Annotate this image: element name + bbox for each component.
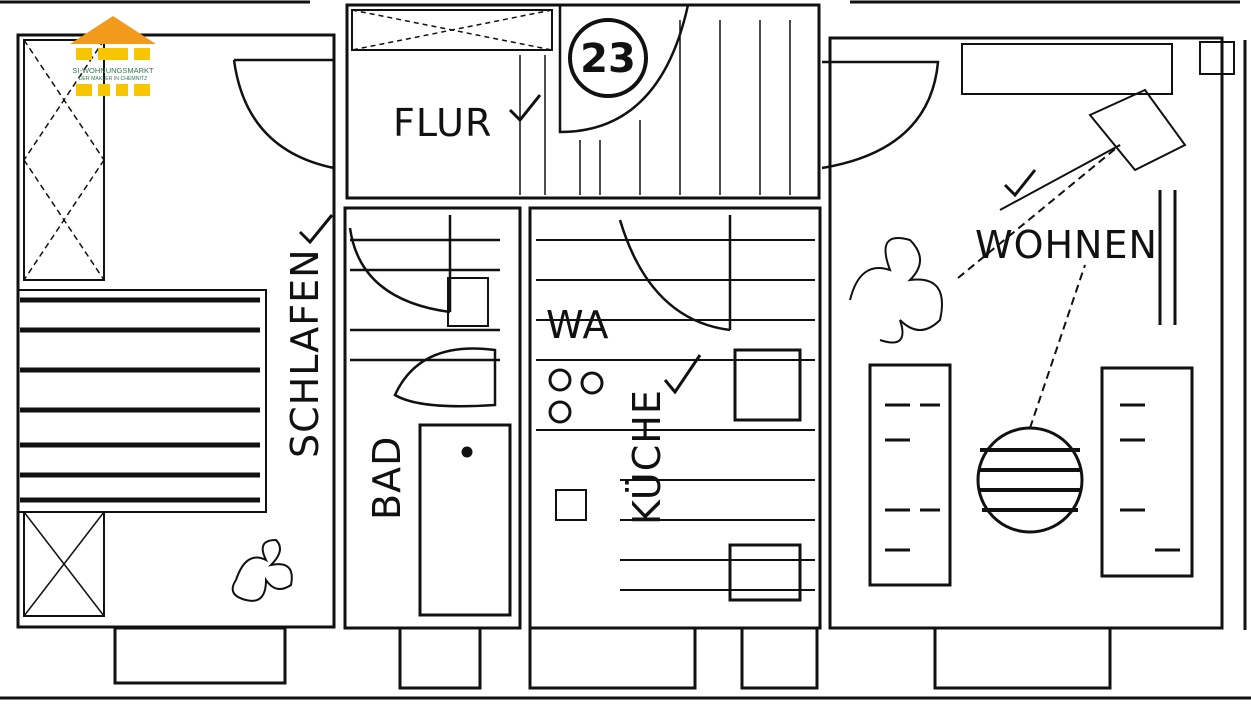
room-kueche-outline [528, 206, 822, 630]
label-kueche: KÜCHE [625, 389, 669, 525]
unit-number: 23 [580, 36, 636, 82]
label-flur: FLUR [393, 101, 492, 145]
oven [728, 543, 802, 602]
door-entry [558, 4, 690, 134]
plant-schlafen [231, 538, 293, 602]
company-logo: SI-WOHNUNGSMARKT DER MAKLER IN CHEMNITZ [68, 14, 158, 100]
door-schlafen [232, 59, 335, 170]
room-flur-outline [345, 3, 821, 200]
label-bad: BAD [365, 436, 409, 520]
house-logo-icon [70, 16, 156, 96]
door-wohnen [821, 60, 940, 170]
logo-tagline: DER MAKLER IN CHEMNITZ [78, 76, 148, 82]
room-wohnen-outline [828, 36, 1224, 630]
lamp [1088, 88, 1187, 172]
sink [447, 277, 489, 327]
toilet [393, 347, 497, 408]
sideboard [961, 43, 1173, 95]
plant-wohnen [849, 237, 943, 344]
sofa-right [1100, 366, 1194, 578]
sofa-left [868, 363, 952, 587]
door-kueche [618, 219, 731, 332]
label-wohnen: WOHNEN [975, 223, 1158, 267]
round-table [976, 426, 1084, 534]
label-wa: WA [546, 303, 610, 347]
door-bad [348, 227, 451, 314]
fridge [733, 348, 802, 422]
kitchen-sink [555, 489, 587, 521]
bed [17, 289, 267, 513]
label-schlafen: SCHLAFEN [283, 248, 327, 458]
unit-number-circle [568, 18, 648, 98]
logo-name: SI-WOHNUNGSMARKT [72, 66, 154, 75]
bathtub [418, 423, 512, 617]
